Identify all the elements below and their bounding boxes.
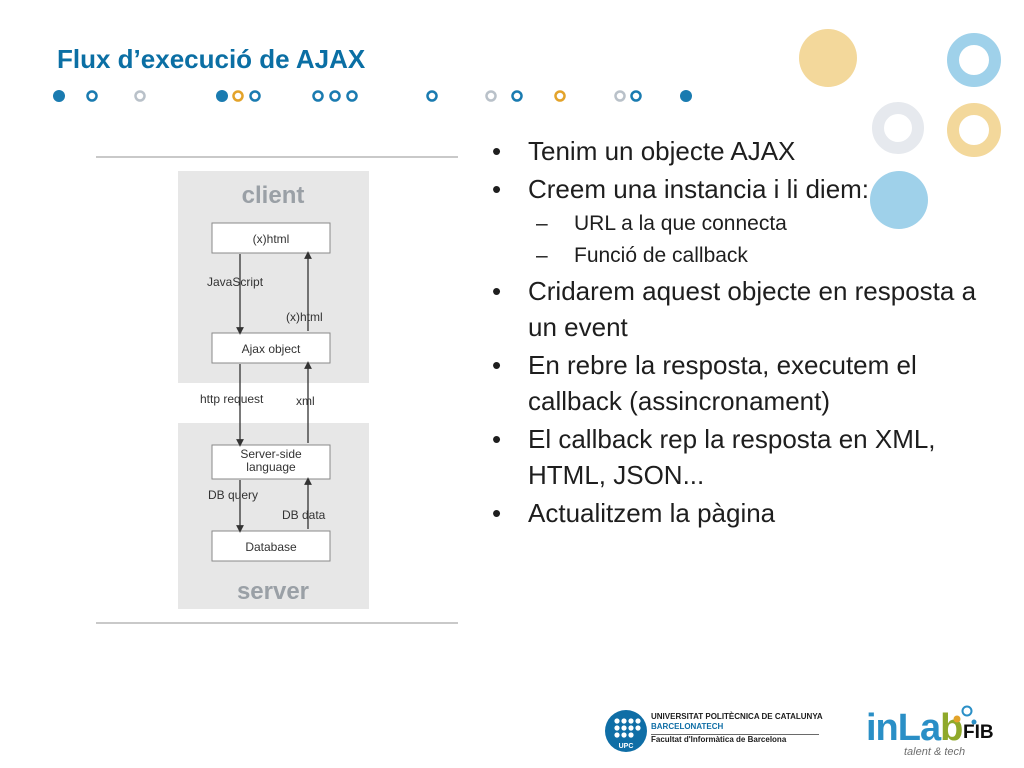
inlab-logo-dots	[953, 705, 977, 725]
inlab-logo: inLab	[866, 707, 963, 750]
inlab-logo-text-a: inLa	[866, 707, 941, 749]
upc-logo: UPC	[605, 710, 647, 752]
bullet-item: Tenim un objecte AJAX	[492, 133, 1012, 169]
upc-divider	[651, 734, 819, 735]
box-database	[211, 530, 331, 562]
bullet-item: Cridarem aquest objecte en resposta a un…	[492, 273, 1012, 345]
upc-badge: UPC	[619, 743, 634, 750]
box-server-side-line: language	[246, 460, 296, 474]
arrow-label-db-query: DB query	[208, 488, 258, 502]
arrow-label-javascript: JavaScript	[207, 275, 264, 289]
slide-title: Flux d’execució de AJAX	[57, 44, 366, 74]
bullet-item: El callback rep la resposta en XML, HTML…	[492, 421, 1012, 493]
bullet-item: Creem una instancia i li diem:	[492, 171, 1012, 207]
upc-name: UNIVERSITAT POLITÈCNICA DE CATALUNYA	[651, 712, 823, 721]
upc-sub: BARCELONATECH	[651, 722, 724, 731]
box-ajax-object-label: Ajax object	[242, 342, 301, 356]
arrow-label-db-data: DB data	[282, 508, 326, 522]
figure-top-rule	[96, 156, 458, 158]
box-server-side	[211, 444, 331, 480]
sub-bullet-item: URL a la que connecta	[492, 209, 1012, 239]
arrow-label-http-request: http request	[200, 392, 264, 406]
box-database-label: Database	[245, 540, 297, 554]
ajax-flow-diagram: client server (x)html Ajax object Server…	[178, 171, 369, 609]
fib-logo: FIB	[963, 722, 994, 743]
box-xhtml-label: (x)html	[253, 232, 290, 246]
box-xhtml	[211, 222, 331, 254]
server-label: server	[237, 578, 309, 605]
arrow-label-xml: xml	[296, 394, 315, 408]
bullet-item: En rebre la resposta, executem el callba…	[492, 347, 1012, 419]
box-server-side-line: Server-side	[240, 447, 302, 461]
bullet-item: Actualitzem la pàgina	[492, 495, 1012, 531]
upc-text: UNIVERSITAT POLITÈCNICA DE CATALUNYA BAR…	[651, 712, 823, 745]
upc-faculty: Facultat d'Informàtica de Barcelona	[651, 735, 787, 744]
bullet-list: Tenim un objecte AJAX Creem una instanci…	[492, 133, 1012, 533]
circle-blue-ring	[947, 33, 1001, 87]
arrow-label-xhtml: (x)html	[286, 310, 323, 324]
inlab-tagline: talent & tech	[904, 746, 966, 758]
figure-bottom-rule	[96, 622, 458, 624]
box-ajax-object	[211, 332, 331, 364]
client-label: client	[242, 182, 305, 209]
circle-yellow-filled	[799, 29, 857, 87]
sub-bullet-item: Funció de callback	[492, 241, 1012, 271]
